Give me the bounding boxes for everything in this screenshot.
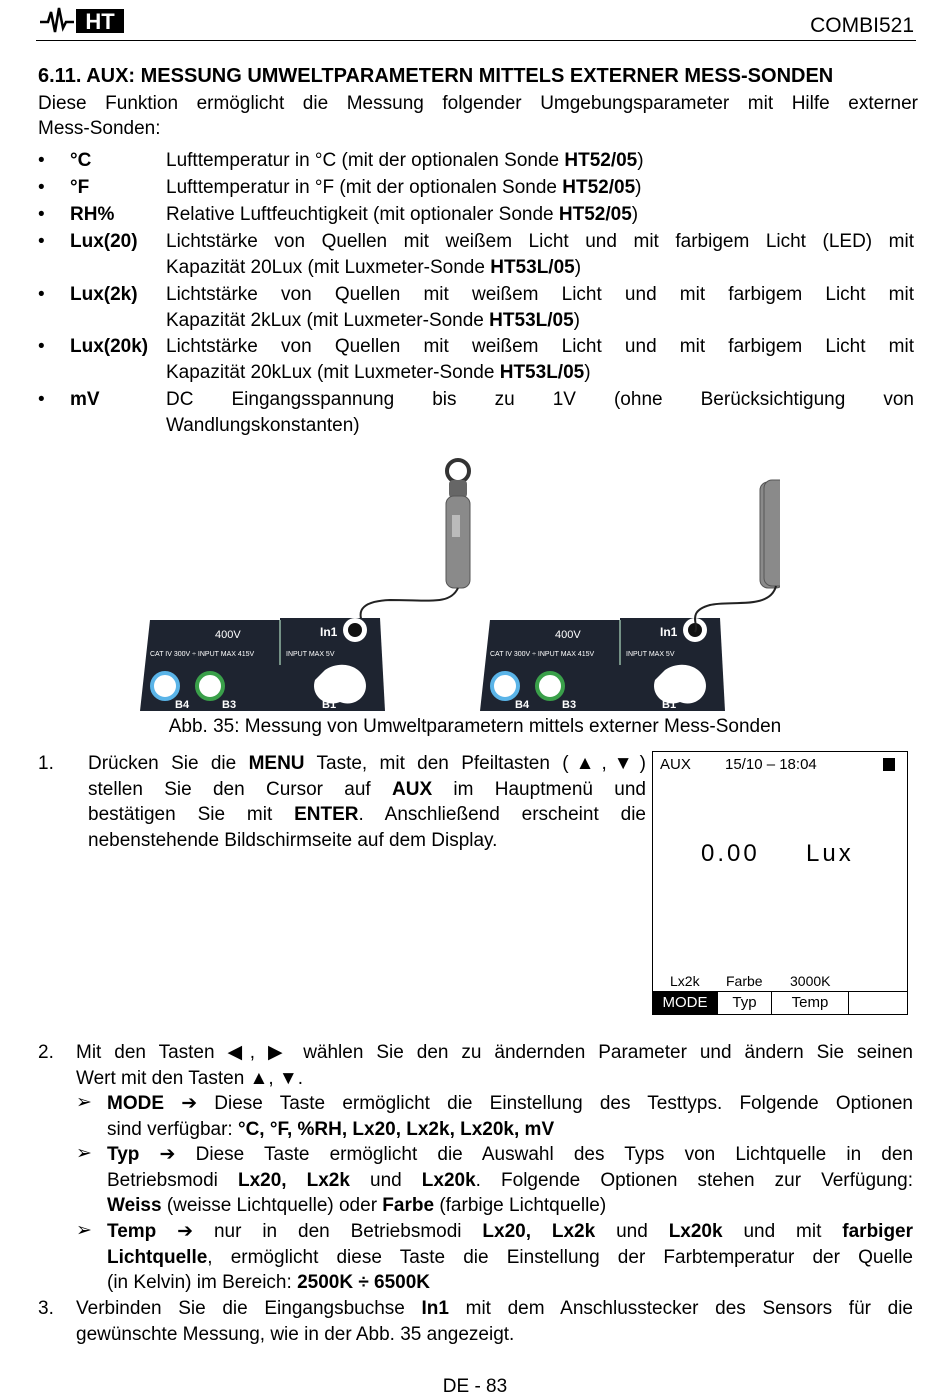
bullet-key: Lux(20k) [70,336,149,357]
probe-connection-figure: 400V In1 CAT IV 300V ÷ INPUT MAX 415V IN… [140,458,780,711]
bullet-key: RH% [70,204,115,225]
bullet-key: Lux(2k) [70,284,138,305]
svg-text:B1: B1 [322,699,336,711]
ht-logo: HT [40,7,124,34]
svg-text:B4: B4 [515,699,530,711]
intro-line-1: Diese Funktion ermöglicht die Messung fo… [38,93,918,114]
lcd-unit: Lux [806,840,854,867]
svg-text:B4: B4 [175,699,190,711]
chevron-icon: ➢ [76,1220,92,1241]
svg-text:In1: In1 [660,625,678,639]
temp-probe-body [694,479,780,633]
svg-text:B3: B3 [222,699,236,711]
section-title: 6.11. AUX: MESSUNG UMWELTPARAMETERN MITT… [38,65,834,87]
intro-line-2: Mess-Sonden: [38,118,161,139]
empty-softkey[interactable] [849,992,907,1014]
svg-text:B3: B3 [562,699,576,711]
logo-text: HT [85,9,115,34]
lcd-value: 0.00 [701,840,760,867]
intro-text: Diese Funktion ermöglicht die Messung fo… [38,91,918,141]
lcd-temp: 3000K [790,973,831,989]
bullet-key: °F [70,177,90,198]
temp-softkey[interactable]: Temp [772,992,849,1014]
instrument-panel-left: 400V In1 CAT IV 300V ÷ INPUT MAX 415V IN… [140,618,385,711]
step3-text: Verbinden Sie die Eingangsbuchse In1 mit… [76,1298,913,1345]
instrument-display: AUX 15/10 – 18:04 0.00 Lux Lx2k Farbe 30… [652,751,908,1015]
lcd-type: Farbe [726,973,763,989]
svg-text:400V: 400V [555,629,581,641]
figure-caption: Abb. 35: Messung von Umweltparametern mi… [168,716,782,737]
bullet-key: Lux(20) [70,231,138,252]
chevron-icon: ➢ [76,1143,92,1164]
svg-text:400V: 400V [215,629,241,641]
chevron-icon: ➢ [76,1092,92,1113]
header-rule [36,40,916,41]
instrument-panel-right: 400V In1 CAT IV 300V ÷ INPUT MAX 415V IN… [480,618,725,711]
svg-text:INPUT MAX 5V: INPUT MAX 5V [626,651,675,658]
svg-text:B1: B1 [662,699,676,711]
lcd-mode: AUX [660,756,691,773]
lcd-datetime: 15/10 – 18:04 [725,756,817,773]
step-number: 2. [38,1042,54,1063]
typ-description: Typ ➔ Diese Taste ermöglicht die Auswahl… [107,1144,914,1216]
bullet-key: °C [70,150,92,171]
step2-line1: Mit den Tasten ◀, ▶ wählen Sie den zu än… [76,1042,913,1089]
svg-text:In1: In1 [320,625,338,639]
lcd-range: Lx2k [670,973,700,989]
page-number: DE - 83 [442,1376,508,1397]
model-name: COMBI521 [810,14,914,37]
bullet-key: mV [70,389,100,410]
softkey-bar: MODE Typ Temp [653,991,907,1014]
step-number: 3. [38,1298,54,1319]
mode-softkey[interactable]: MODE [653,992,718,1014]
step-number: 1. [38,753,54,774]
svg-text:INPUT MAX 5V: INPUT MAX 5V [286,651,335,658]
temp-description: Temp ➔ nur in den Betriebsmodi Lx20, Lx2… [107,1221,914,1293]
lux-probe-icon [359,458,471,633]
mode-description: MODE ➔ Diese Taste ermöglicht die Einste… [107,1093,913,1140]
step1-text: Drücken Sie die MENU Taste, mit den Pfei… [88,753,646,851]
svg-text:CAT IV 300V ÷ INPUT MAX 415V: CAT IV 300V ÷ INPUT MAX 415V [150,651,255,658]
svg-text:CAT IV 300V ÷ INPUT MAX 415V: CAT IV 300V ÷ INPUT MAX 415V [490,651,595,658]
battery-icon [883,758,895,771]
typ-softkey[interactable]: Typ [718,992,772,1014]
